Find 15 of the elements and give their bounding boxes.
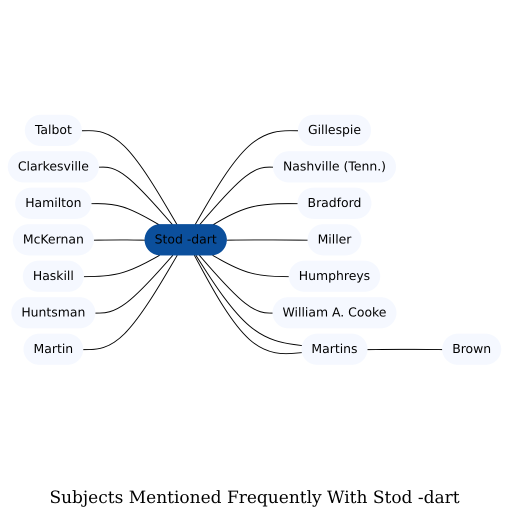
connector xyxy=(194,130,300,226)
connector xyxy=(94,255,174,314)
connector xyxy=(93,240,146,241)
connector xyxy=(198,255,274,314)
connector xyxy=(81,130,178,226)
connector xyxy=(91,203,160,226)
connector xyxy=(83,255,160,278)
diagram-title: Subjects Mentioned Frequently With Stod -dart xyxy=(49,488,460,508)
connector xyxy=(98,166,174,226)
connector xyxy=(82,255,178,350)
connector xyxy=(367,349,444,350)
connector xyxy=(226,240,309,241)
connector xyxy=(212,255,290,278)
connector xyxy=(198,166,274,226)
connector xyxy=(212,203,299,226)
